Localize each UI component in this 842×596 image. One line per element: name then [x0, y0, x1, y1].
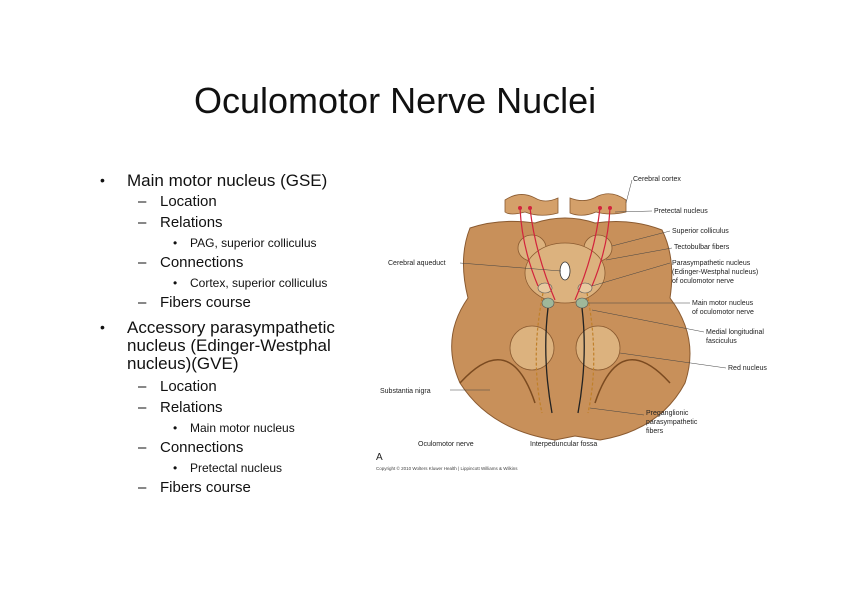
bullet-dot: •: [173, 276, 178, 290]
bullet-dot: •: [173, 236, 178, 250]
bullet-accessory-line-1: Accessory parasympathetic: [127, 318, 335, 337]
oculomotor-fibers: [577, 307, 585, 414]
label-cerebral-aqueduct: Cerebral aqueduct: [388, 260, 446, 267]
cortex-right: [569, 193, 627, 216]
label-cerebral-cortex: Cerebral cortex: [633, 176, 681, 183]
cerebral-aqueduct: [559, 261, 571, 281]
sub-fibers-course-1: Fibers course: [160, 294, 251, 311]
sub-relations-2: Relations: [160, 399, 223, 416]
ew-nucleus-left: [537, 282, 553, 294]
label-main-motor-1: Main motor nucleus: [692, 300, 754, 307]
sub-fibers-course-2: Fibers course: [160, 479, 251, 496]
label-preganglionic-2: parasympathetic: [646, 419, 698, 426]
dash: –: [138, 439, 147, 456]
dash: –: [138, 294, 147, 311]
tract-origin: [598, 206, 602, 210]
sub-location-2: Location: [160, 378, 217, 395]
sub-relations-1: Relations: [160, 214, 223, 231]
subsub-pretectal: Pretectal nucleus: [190, 461, 283, 475]
red-nucleus-right: [575, 325, 621, 371]
midbrain-section: [451, 217, 691, 441]
preganglionic-fibers: [586, 292, 595, 414]
subsub-cortex: Cortex, superior colliculus: [190, 276, 328, 290]
substantia-nigra-left: [459, 358, 536, 404]
label-preganglionic-1: Preganglionic: [646, 410, 689, 417]
red-nucleus-left: [509, 325, 555, 371]
label-parasympathetic-3: of oculomotor nerve: [672, 278, 734, 285]
label-parasympathetic-2: (Edinger-Westphal nucleus): [672, 269, 758, 276]
dash: –: [138, 479, 147, 496]
tract-origin: [518, 206, 522, 210]
bullet-dot: •: [100, 172, 105, 188]
bullet-dot: •: [173, 461, 178, 475]
dash: –: [138, 378, 147, 395]
sub-connections-1: Connections: [160, 254, 244, 271]
label-preganglionic-3: fibers: [646, 428, 664, 435]
midbrain-diagram: Cerebral cortex Pretectal nucleus Superi…: [376, 176, 767, 471]
oculomotor-fibers: [545, 307, 553, 414]
label-substantia-nigra: Substantia nigra: [380, 388, 431, 395]
leader-lines: [450, 179, 727, 416]
label-oculomotor-nerve: Oculomotor nerve: [418, 441, 474, 448]
copyright-text: Copyright © 2010 Wolters Kluwer Health |…: [376, 465, 518, 471]
preganglionic-fibers: [535, 292, 544, 414]
cortex-left: [504, 194, 559, 216]
label-mlf-1: Medial longitudinal: [706, 329, 764, 336]
label-interpeduncular-fossa: Interpeduncular fossa: [530, 441, 597, 448]
substantia-nigra-right: [594, 358, 671, 404]
label-main-motor-2: of oculomotor nerve: [692, 309, 754, 316]
sub-location-1: Location: [160, 193, 217, 210]
label-superior-colliculus: Superior colliculus: [672, 228, 729, 235]
label-tectobulbar-fibers: Tectobulbar fibers: [674, 244, 730, 251]
dash: –: [138, 399, 147, 416]
tract-red: [519, 207, 539, 287]
label-red-nucleus: Red nucleus: [728, 365, 767, 372]
dash: –: [138, 214, 147, 231]
label-pretectal-nucleus: Pretectal nucleus: [654, 208, 708, 215]
tract-origin: [608, 206, 612, 210]
subsub-main-motor: Main motor nucleus: [190, 421, 295, 435]
main-motor-nucleus-left: [541, 297, 555, 309]
dash: –: [138, 254, 147, 271]
subsub-pag: PAG, superior colliculus: [190, 236, 317, 250]
bullet-accessory-line-2: nucleus (Edinger-Westphal: [127, 336, 331, 355]
slide-title: Oculomotor Nerve Nuclei: [194, 80, 597, 121]
tract-origin: [528, 206, 532, 210]
dash: –: [138, 193, 147, 210]
label-parasympathetic-1: Parasympathetic nucleus: [672, 260, 751, 267]
bullet-accessory-line-3: nucleus)(GVE): [127, 354, 239, 373]
main-motor-nucleus-right: [575, 297, 589, 309]
tract-red: [529, 207, 556, 301]
sub-connections-2: Connections: [160, 439, 244, 456]
ew-nucleus-right: [577, 282, 593, 294]
tract-red: [591, 207, 611, 287]
bullet-dot: •: [100, 319, 105, 335]
tract-red: [574, 207, 601, 301]
bullet-main-motor-nucleus: Main motor nucleus (GSE): [127, 171, 328, 190]
label-mlf-2: fasciculus: [706, 338, 737, 345]
bullet-dot: •: [173, 421, 178, 435]
panel-letter: A: [376, 452, 383, 463]
